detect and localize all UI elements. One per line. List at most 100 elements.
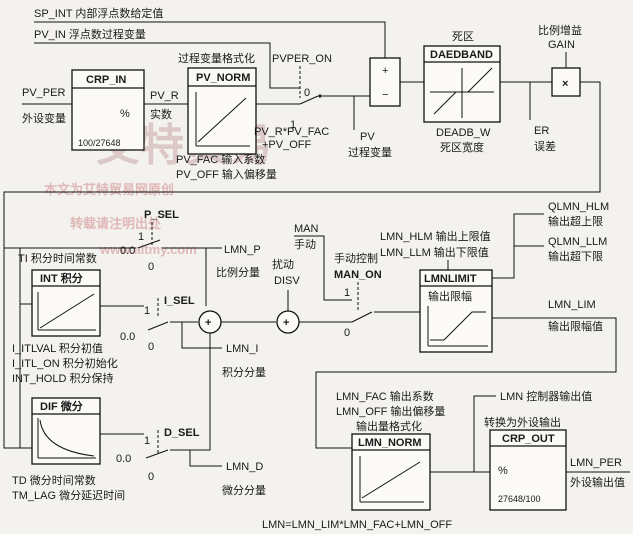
lmn-per-label: LMN_PER	[570, 457, 622, 469]
crp-out-ratio: 27648/100	[498, 494, 541, 504]
deadband-title: DAEDBAND	[430, 49, 493, 61]
disv-label: 扰动	[272, 257, 294, 271]
man-on-one: 1	[344, 287, 350, 299]
gain-multiplier: ×	[551, 67, 581, 97]
d-sel-zero: 0	[148, 471, 154, 483]
pv-norm-caption: 过程变量格式化	[178, 51, 255, 65]
lmn-per-desc: 外设输出值	[570, 475, 625, 489]
pv-norm-formula-2: +PV_OFF	[262, 139, 311, 151]
watermark-source: 本文为艾特贸易网原创	[44, 182, 174, 197]
pv-norm-formula-1: PV_R*PV_FAC	[254, 126, 329, 138]
lmn-llm-label: LMN_LLM 输出下限值	[380, 245, 489, 259]
pv-norm-title: PV_NORM	[196, 72, 250, 84]
deadband-caption: 死区	[452, 31, 474, 43]
lmn-lim-desc: 输出限幅值	[548, 319, 603, 333]
d-sel-switch	[145, 449, 169, 459]
output-formula: LMN=LMN_LIM*LMN_FAC+LMN_OFF	[262, 519, 452, 531]
lmn-i-desc: 积分分量	[222, 366, 266, 379]
man-ctrl-label: 手动控制	[334, 251, 378, 265]
qlmn-llm-desc: 输出超下限	[548, 249, 603, 263]
qlmn-hlm-label: QLMN_HLM	[548, 201, 609, 213]
lmn-i-line	[181, 322, 222, 349]
deadb-w-desc: 死区宽度	[440, 140, 484, 154]
watermark-url: www.aitmy.com	[99, 242, 197, 257]
lmnlimit-desc: 输出限幅	[428, 289, 472, 303]
p-sel-zero-val: 0.0	[120, 245, 135, 257]
qlmn-hlm-desc: 输出超上限	[548, 214, 603, 228]
error-feedback-line	[3, 81, 601, 449]
lmn-norm-title: LMN_NORM	[358, 437, 422, 449]
sp-int-line	[34, 21, 386, 58]
lmn-d-line	[170, 333, 211, 451]
int-block: INT 积分	[31, 269, 101, 337]
man-on-label: MAN_ON	[334, 269, 382, 281]
i-itl-on-label: I_ITL_ON 积分初始化	[12, 356, 118, 370]
d-sel-one: 1	[144, 435, 150, 447]
pv-r-desc: 实数	[150, 107, 172, 121]
pv-per-desc: 外设变量	[22, 111, 66, 125]
deadb-w-label: DEADB_W	[436, 127, 491, 139]
disv-code: DISV	[274, 275, 300, 287]
lmnlimit-curve	[430, 311, 486, 341]
pv-in-label: PV_IN 浮点数过程变量	[34, 27, 146, 41]
pv-in-line	[34, 42, 300, 89]
er-label: ER	[534, 125, 549, 137]
td-label: TD 微分时间常数	[12, 473, 96, 487]
lmn-d-desc: 微分分量	[222, 483, 266, 497]
svg-text:×: ×	[562, 78, 568, 90]
svg-text:+: +	[283, 317, 289, 329]
lmnlimit-title: LMNLIMIT	[424, 273, 477, 285]
pid-sum-junction: +	[198, 310, 222, 334]
crp-in-block: CRP_IN % 100/27648	[71, 69, 145, 151]
dif-block: DIF 微分	[31, 397, 101, 465]
lmn-norm-curve	[361, 461, 421, 499]
crp-in-pct: %	[120, 108, 130, 120]
lmn-off-label: LMN_OFF 输出偏移量	[336, 404, 445, 418]
pvper-on-label: PVPER_ON	[272, 53, 332, 65]
p-sel-zero: 0	[148, 261, 154, 273]
svg-text:+: +	[382, 65, 388, 77]
man-label: MAN	[294, 223, 319, 235]
int-title: INT 积分	[40, 271, 83, 285]
tm-lag-label: TM_LAG 微分延迟时间	[12, 488, 125, 502]
pv-desc: 过程变量	[348, 145, 392, 159]
pv-r-label: PV_R	[150, 90, 179, 102]
int-hold-label: INT_HOLD 积分保持	[12, 371, 113, 385]
qlmn-llm-label: QLMN_LLM	[548, 236, 607, 248]
lmn-hlm-label: LMN_HLM 输出上限值	[380, 229, 491, 243]
i-sel-switch	[147, 321, 169, 331]
pvper-on-switch	[299, 95, 319, 105]
i-sel-label: I_SEL	[164, 295, 195, 307]
crp-in-title: CRP_IN	[86, 74, 126, 86]
svg-text:+: +	[205, 317, 211, 329]
ti-label: TI 积分时间常数	[18, 252, 97, 265]
pv-off-label: PV_OFF 输入偏移量	[176, 167, 277, 181]
d-sel-zero-val: 0.0	[116, 453, 131, 465]
p-sel-one: 1	[138, 231, 144, 243]
i-sel-one: 1	[144, 305, 150, 317]
crp-out-pct: %	[498, 465, 508, 477]
gain-label: GAIN	[548, 39, 575, 51]
man-on-zero: 0	[344, 327, 350, 339]
dif-curve	[39, 419, 95, 457]
crp-in-ratio: 100/27648	[78, 138, 121, 148]
er-desc: 误差	[534, 139, 556, 153]
lmn-i-label: LMN_I	[226, 343, 258, 355]
watermark-notice: 转载请注明出处	[70, 216, 162, 231]
pv-fac-label: PV_FAC 输入系数	[176, 152, 265, 166]
man-line	[294, 235, 352, 301]
pvper-on-zero: 0	[304, 87, 310, 99]
pv-norm-curve	[197, 97, 247, 143]
p-sel-label: P_SEL	[144, 209, 179, 221]
d-sel-label: D_SEL	[164, 427, 200, 439]
lmn-lim-line	[315, 317, 617, 449]
pv-per-label: PV_PER	[22, 87, 65, 99]
p-sel-switch	[137, 239, 161, 249]
pvper-on-one: 1	[290, 119, 296, 131]
dif-title: DIF 微分	[40, 399, 83, 413]
man-desc: 手动	[294, 237, 316, 251]
i-itlval-label: I_ITLVAL 积分初值	[12, 341, 103, 355]
crp-out-block: CRP_OUT % 27648/100	[489, 429, 567, 511]
